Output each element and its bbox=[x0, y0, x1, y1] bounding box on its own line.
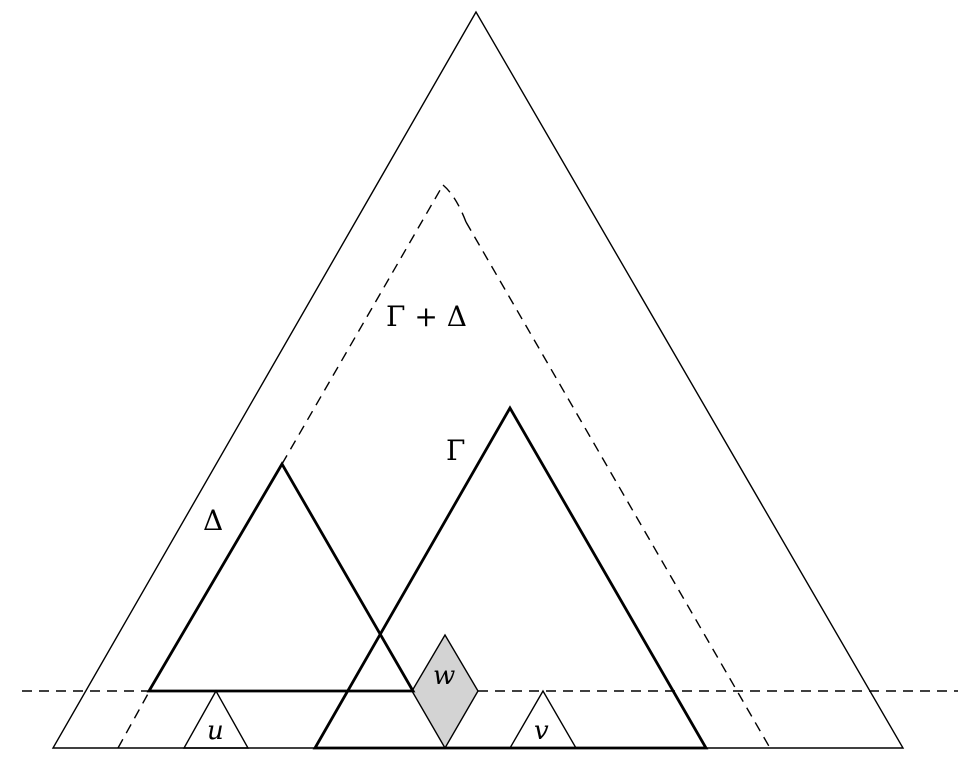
delta-label: Δ bbox=[203, 504, 223, 537]
gamma-plus-delta-label: Γ + Δ bbox=[386, 300, 467, 333]
gamma-label: Γ bbox=[446, 434, 465, 467]
gamma-plus-delta-dashed-apex bbox=[442, 184, 467, 223]
gamma-plus-delta-dashed-left-edge bbox=[281, 184, 444, 465]
delta-triangle bbox=[146, 461, 416, 693]
v-triangle bbox=[508, 689, 578, 749]
u-label: u bbox=[207, 716, 224, 746]
v-label: v bbox=[534, 716, 549, 746]
w-label: w bbox=[433, 661, 455, 691]
gamma-triangle bbox=[312, 405, 709, 750]
gamma-plus-delta-dashed-outline bbox=[117, 691, 150, 749]
gamma-plus-delta-dashed-right-edge bbox=[465, 221, 771, 749]
u-triangle bbox=[182, 689, 250, 749]
w-rhombus bbox=[411, 633, 479, 750]
